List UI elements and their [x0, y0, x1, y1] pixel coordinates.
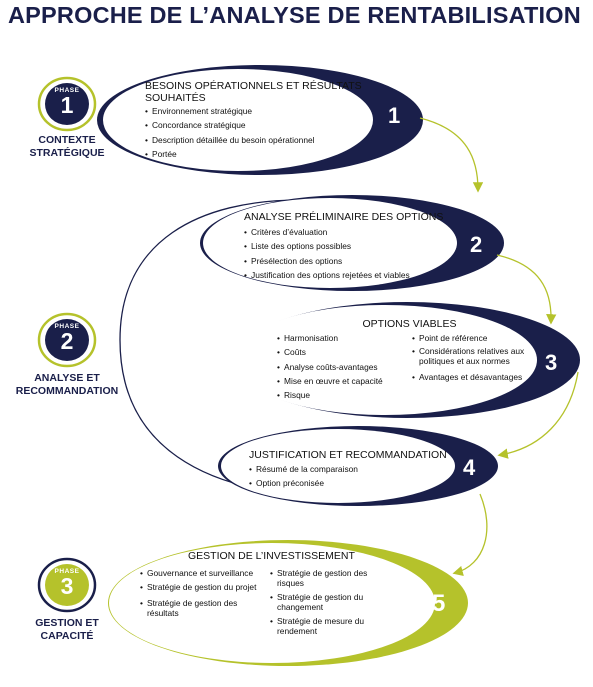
step-2-content: ANALYSE PRÉLIMINAIRE DES OPTIONS Critère…: [244, 211, 454, 282]
list-item: Stratégie de gestion des résultats: [140, 598, 270, 618]
list-item: Stratégie de gestion du projet: [140, 582, 270, 592]
phase-1-number: 1: [60, 92, 74, 118]
list-item: Liste des options possibles: [244, 239, 454, 254]
phase-2-loop: [119, 199, 311, 496]
step-1-heading-line1: BESOINS OPÉRATIONNELS ET RÉSULTATS: [145, 80, 362, 92]
list-item: Mise en œuvre et capacité: [277, 374, 412, 389]
phase-3-badge-text: PHASE 3: [45, 568, 89, 599]
step-4-number: 4: [463, 455, 476, 480]
step-1-content: BESOINS OPÉRATIONNELS ET RÉSULTATS SOUHA…: [145, 80, 385, 161]
list-item: Avantages et désavantages: [412, 372, 542, 382]
list-item: Point de référence: [412, 333, 542, 343]
step-5-content: GESTION DE L’INVESTISSEMENT Gouvernance …: [140, 550, 400, 640]
list-item: Description détaillée du besoin opératio…: [145, 133, 385, 148]
list-item: Présélection des options: [244, 254, 454, 269]
phase-3-label-line2: CAPACITÉ: [40, 630, 94, 642]
phase-1-badge-text: PHASE 1: [45, 87, 89, 118]
list-item: Stratégie de mesure du rendement: [270, 616, 396, 636]
step-3-heading: OPTIONS VIABLES: [362, 318, 457, 330]
arrow-4-to-5: [452, 493, 488, 577]
step-5-heading: GESTION DE L’INVESTISSEMENT: [188, 550, 355, 562]
phase-2-label-line1: ANALYSE ET: [34, 372, 100, 384]
step-1-number: 1: [388, 103, 401, 128]
list-item: Critères d’évaluation: [244, 225, 454, 240]
phase-1-word: PHASE: [54, 87, 80, 94]
list-item: Portée: [145, 147, 385, 162]
list-item: Harmonisation: [277, 331, 412, 346]
arrow-1-to-2: [419, 117, 484, 193]
phase-2-badge-text: PHASE 2: [45, 323, 89, 354]
list-item: Environnement stratégique: [145, 104, 385, 119]
step-1-list: Environnement stratégique Concordance st…: [145, 104, 385, 161]
phase-3-label-line1: GESTION ET: [35, 617, 99, 629]
list-item: Concordance stratégique: [145, 118, 385, 133]
phase-1-label-line1: CONTEXTE: [38, 134, 96, 146]
list-item: Considérations relatives aux politiques …: [412, 346, 542, 366]
phase-3-word: PHASE: [54, 568, 80, 575]
page-title: APPROCHE DE L’ANALYSE DE RENTABILISATION: [8, 2, 581, 28]
list-item: Risque: [277, 388, 412, 403]
step-5-number: 5: [432, 590, 446, 617]
arrow-3-to-4: [497, 371, 579, 459]
step-4-heading: JUSTIFICATION ET RECOMMANDATION: [249, 449, 447, 461]
step-1-heading-line2: SOUHAITÉS: [145, 92, 206, 104]
step-3-list-right: Point de référence Considérations relati…: [412, 333, 542, 402]
arrow-2-to-3: [496, 254, 557, 325]
phase-3-number: 3: [60, 573, 74, 599]
list-item: Stratégie de gestion du changement: [270, 592, 396, 612]
step-2-number: 2: [470, 232, 483, 257]
step-3-number: 3: [545, 350, 558, 375]
step-4-list: Résumé de la comparaison Option préconis…: [249, 462, 459, 491]
step-3-list-left: Harmonisation Coûts Analyse coûts-avanta…: [277, 331, 412, 403]
list-item: Option préconisée: [249, 476, 459, 491]
phase-3-badge: [37, 557, 97, 613]
list-item: Coûts: [277, 345, 412, 360]
phase-2-word: PHASE: [54, 323, 80, 330]
list-item: Résumé de la comparaison: [249, 462, 459, 477]
list-item: Justification des options rejetées et vi…: [244, 268, 454, 283]
phase-2-badge: [37, 312, 97, 368]
phase-2-label-line2: RECOMMANDATION: [15, 385, 119, 397]
step-4-content: JUSTIFICATION ET RECOMMANDATION Résumé d…: [249, 449, 459, 491]
phase-1-label: CONTEXTE STRATÉGIQUE: [8, 134, 126, 160]
step-2-list: Critères d’évaluation Liste des options …: [244, 225, 454, 282]
phase-2-number: 2: [60, 328, 74, 354]
step-5-list-left: Gouvernance et surveillance Stratégie de…: [140, 568, 270, 640]
step-5-list-right: Stratégie de gestion des risques Stratég…: [270, 568, 396, 640]
step-3-content: OPTIONS VIABLES Harmonisation Coûts Anal…: [277, 318, 542, 403]
phase-1-badge: [37, 76, 97, 132]
phase-1-label-line2: STRATÉGIQUE: [29, 147, 105, 159]
phase-3-label: GESTION ET CAPACITÉ: [8, 617, 126, 643]
list-item: Analyse coûts-avantages: [277, 360, 412, 375]
list-item: Gouvernance et surveillance: [140, 568, 270, 578]
step-2-heading: ANALYSE PRÉLIMINAIRE DES OPTIONS: [244, 211, 444, 223]
phase-2-label: ANALYSE ET RECOMMANDATION: [8, 372, 126, 398]
list-item: Stratégie de gestion des risques: [270, 568, 396, 588]
